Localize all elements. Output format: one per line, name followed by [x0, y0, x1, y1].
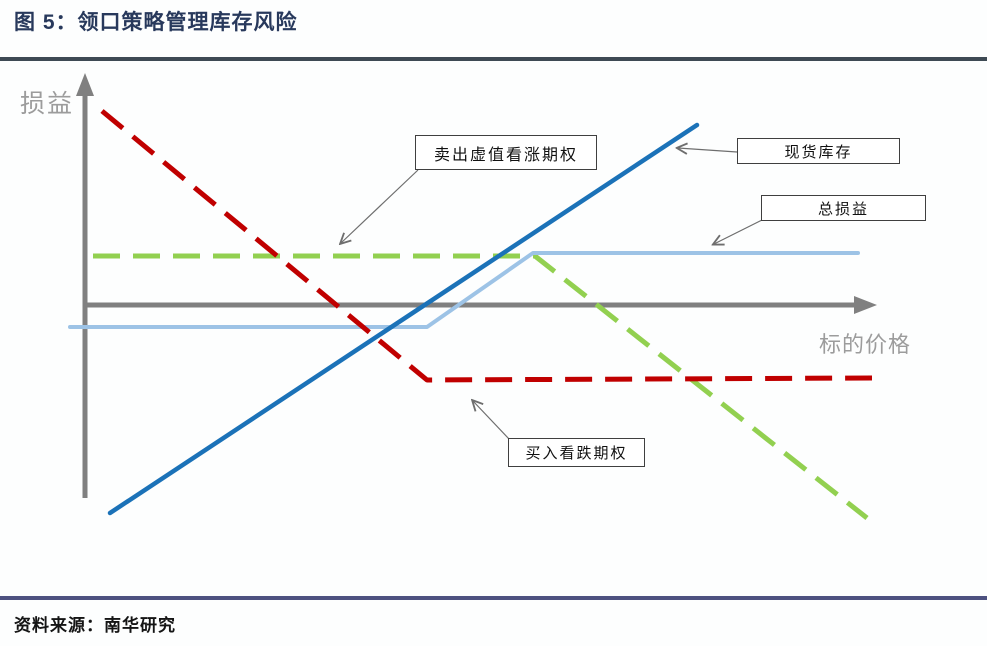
axes — [76, 73, 877, 498]
callout-total-pnl-label: 总损益 — [817, 200, 869, 218]
callout-sell-call-label: 卖出虚值看涨期权 — [433, 146, 578, 164]
y-axis-label: 损益 — [20, 90, 75, 118]
y-axis-arrowhead-icon — [76, 73, 94, 96]
series-卖出虚值看涨期权 — [93, 253, 869, 520]
callout-leaders — [341, 148, 763, 440]
leader-buy-put — [473, 401, 510, 440]
series-现货库存 — [107, 122, 700, 516]
x-axis-arrowhead-icon — [854, 296, 877, 314]
callout-spot-inventory-label: 现货库存 — [784, 143, 853, 161]
callout-buy-put: 买入看跌期权 — [508, 438, 645, 467]
leader-total — [714, 219, 763, 244]
leader-sell-call — [341, 169, 419, 243]
figure-title: 图 5：领口策略管理库存风险 — [14, 11, 298, 34]
x-axis-label: 标的价格 — [819, 332, 912, 357]
leader-spot — [678, 148, 738, 152]
callout-sell-call: 卖出虚值看涨期权 — [415, 135, 597, 170]
bottom-divider — [0, 596, 987, 600]
series-layer — [68, 109, 873, 520]
callout-spot-inventory: 现货库存 — [737, 138, 900, 164]
series-买入看跌期权 — [100, 109, 873, 383]
top-divider — [0, 57, 987, 61]
source-text: 资料来源：南华研究 — [14, 616, 176, 635]
callout-buy-put-label: 买入看跌期权 — [525, 445, 628, 462]
series-总损益 — [68, 251, 860, 329]
callout-total-pnl: 总损益 — [761, 195, 926, 221]
